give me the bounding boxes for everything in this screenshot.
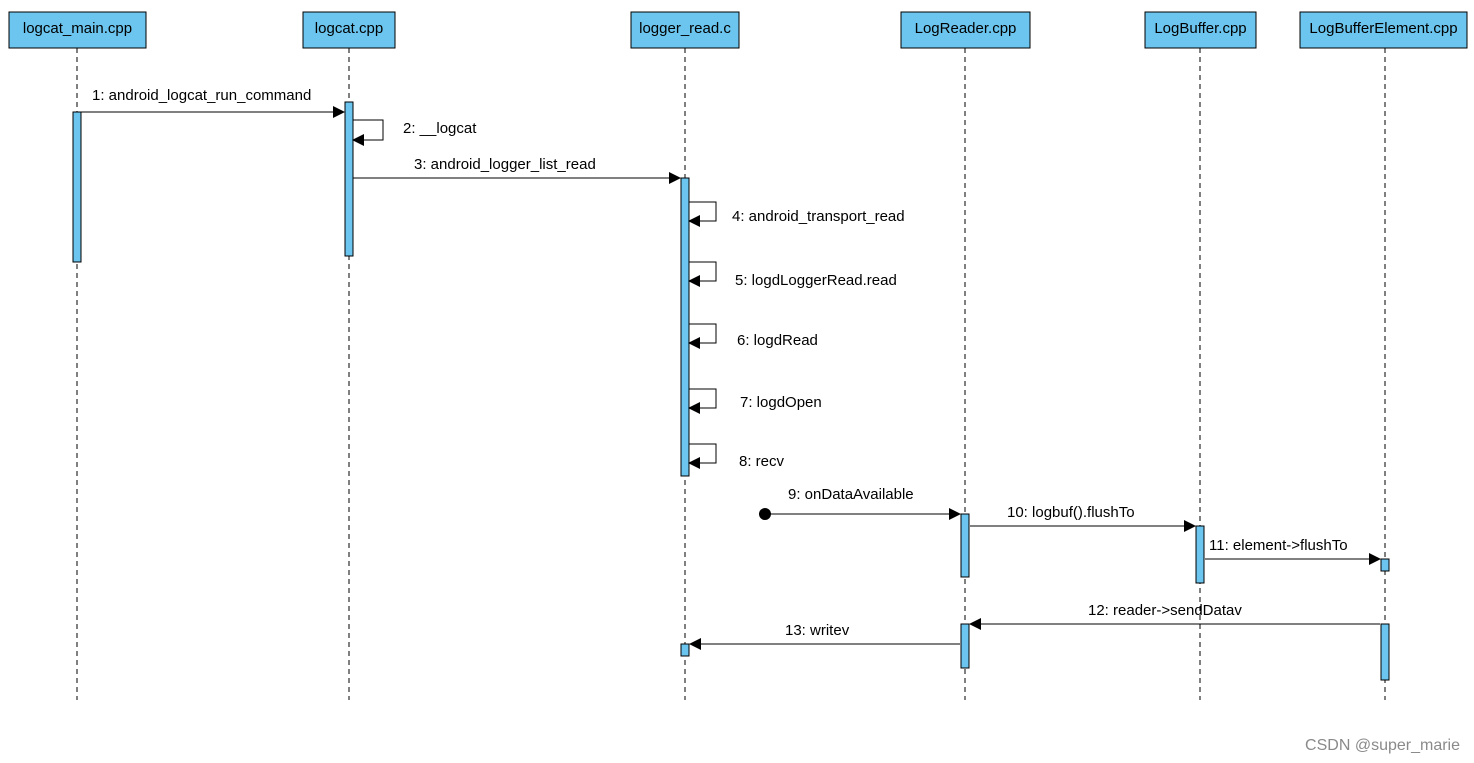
message-11-element-flushto: 11: element->flushTo <box>1205 537 1381 565</box>
participant-logcat-cpp <box>302 11 396 49</box>
message-2-logcat: 2: __logcat <box>352 119 477 146</box>
found-message-dot <box>759 508 771 520</box>
message-3-android-logger-list-read: 3: android_logger_list_read <box>353 156 681 184</box>
message-label: 10: logbuf().flushTo <box>1007 504 1135 521</box>
participant-label-logcat-main-cpp: logcat_main.cpp <box>23 20 132 37</box>
self-message-arrow <box>688 443 717 469</box>
participant-logbuffer-cpp <box>1144 11 1257 49</box>
message-label: 11: element->flushTo <box>1209 537 1348 554</box>
message-label: 7: logdOpen <box>740 394 822 411</box>
participant-label-logcat-cpp: logcat.cpp <box>315 20 383 37</box>
message-13-writev: 13: writev <box>689 622 960 650</box>
message-label: 6: logdRead <box>737 332 818 349</box>
activation-bar <box>960 623 970 669</box>
message-label: 8: recv <box>739 453 785 470</box>
message-label: 12: reader->sendDatav <box>1088 602 1242 619</box>
message-label: 1: android_logcat_run_command <box>92 87 311 104</box>
message-5-logdloggerread-read: 5: logdLoggerRead.read <box>688 261 897 289</box>
activation-bar <box>72 111 82 263</box>
activation-bar <box>1380 558 1390 572</box>
participant-logbufferelement-cpp <box>1299 11 1468 49</box>
activation-bar <box>680 177 690 477</box>
message-label: 2: __logcat <box>403 120 477 137</box>
participant-label-logbufferelement-cpp: LogBufferElement.cpp <box>1309 20 1457 37</box>
message-label: 3: android_logger_list_read <box>414 156 596 173</box>
message-label: 4: android_transport_read <box>732 208 905 225</box>
self-message-arrow <box>688 323 717 349</box>
message-1-android-logcat-run-command: 1: android_logcat_run_command <box>81 87 345 118</box>
activation-bar <box>344 101 354 257</box>
message-4-android-transport-read: 4: android_transport_read <box>688 201 905 227</box>
activation-bar <box>960 513 970 578</box>
participant-logcat-main-cpp <box>8 11 147 49</box>
participant-label-logreader-cpp: LogReader.cpp <box>915 20 1017 37</box>
message-8-recv: 8: recv <box>688 443 785 470</box>
message-6-logdread: 6: logdRead <box>688 323 818 349</box>
activation-bar <box>680 643 690 657</box>
message-7-logdopen: 7: logdOpen <box>688 388 822 414</box>
message-label: 13: writev <box>785 622 850 639</box>
participant-logger-read-c <box>630 11 740 49</box>
message-10-logbuf-flushto: 10: logbuf().flushTo <box>970 504 1196 532</box>
activation-bar <box>1380 623 1390 681</box>
self-message-arrow <box>352 119 384 146</box>
participant-label-logger-read-c: logger_read.c <box>639 20 731 37</box>
message-9-ondataavailable: 9: onDataAvailable <box>759 486 961 520</box>
self-message-arrow <box>688 201 717 227</box>
participant-label-logbuffer-cpp: LogBuffer.cpp <box>1154 20 1246 37</box>
message-label: 9: onDataAvailable <box>788 486 914 503</box>
self-message-arrow <box>688 261 717 287</box>
message-12-reader-senddatav: 12: reader->sendDatav <box>969 602 1380 630</box>
self-message-arrow <box>688 388 717 414</box>
activation-bar <box>1195 525 1205 584</box>
message-label: 5: logdLoggerRead.read <box>735 272 897 289</box>
watermark: CSDN @super_marie <box>1305 737 1460 754</box>
participant-logreader-cpp <box>900 11 1031 49</box>
